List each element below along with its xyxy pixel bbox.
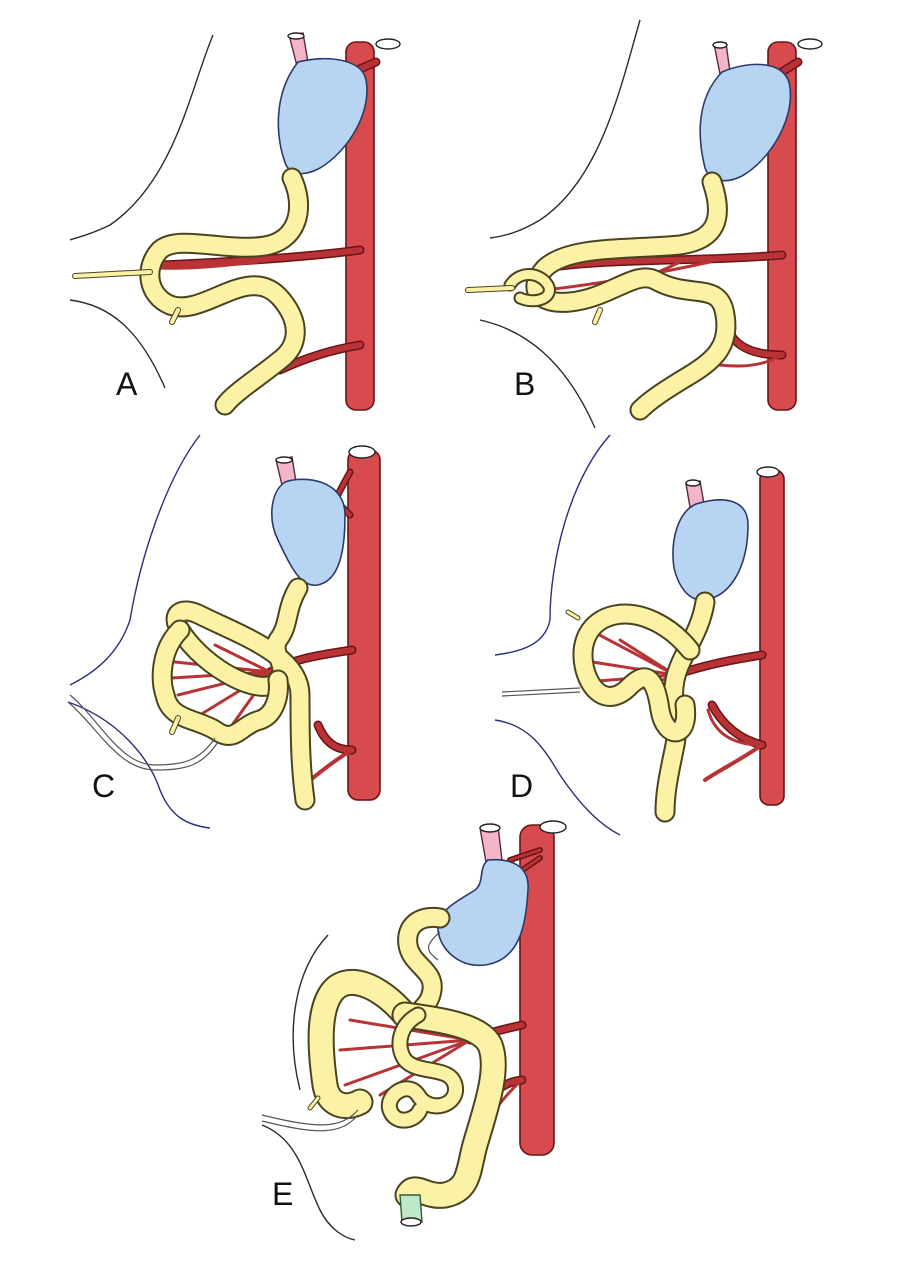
panel-label: A	[116, 366, 138, 402]
aorta	[519, 824, 555, 1156]
panel-e-diagram	[261, 820, 567, 1241]
body-wall-outline	[67, 701, 211, 829]
body-wall-outline	[261, 1124, 356, 1241]
body-wall-outline	[69, 434, 201, 686]
stomach	[699, 63, 792, 182]
panel-d-diagram	[494, 434, 785, 836]
stomach	[672, 499, 749, 601]
body-wall-outline	[69, 299, 166, 389]
body-wall-outline	[69, 34, 214, 241]
aorta	[759, 469, 785, 806]
panel-label: B	[514, 366, 536, 402]
colon	[307, 968, 507, 1209]
body-wall-outline	[489, 19, 641, 239]
body-wall-outline	[494, 719, 621, 836]
panel-c-diagram	[67, 434, 381, 829]
stomach	[271, 478, 346, 586]
panel-a-diagram	[69, 32, 401, 416]
rectum	[399, 1194, 423, 1223]
body-wall-outline	[494, 434, 611, 656]
aorta-top	[375, 38, 401, 50]
stomach	[437, 858, 529, 967]
body-wall-outline	[292, 934, 329, 1091]
panel-b-diagram	[465, 19, 823, 429]
stomach	[277, 57, 368, 175]
body-wall-outline	[479, 319, 596, 429]
yolk-stalk	[501, 687, 581, 693]
inferior-mesenteric-artery	[707, 700, 767, 750]
yolk-stalk	[69, 694, 216, 766]
yolk-stalk	[261, 1109, 359, 1126]
panel-label: C	[92, 768, 116, 804]
panel-label: D	[510, 768, 534, 804]
panel-label: E	[272, 1176, 294, 1212]
